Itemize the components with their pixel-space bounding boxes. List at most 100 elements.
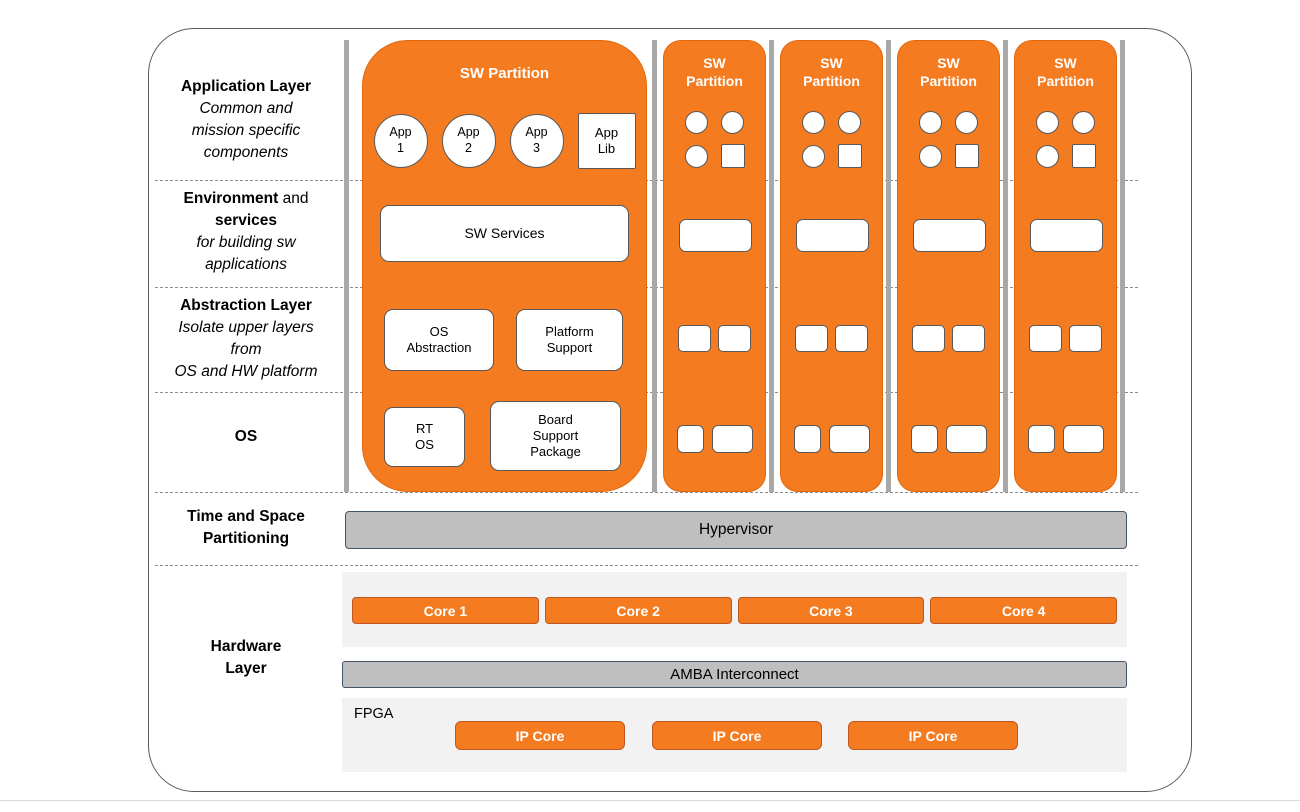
shape-row [1035, 144, 1096, 168]
apps-row: App 1 App 2 App 3 App Lib [363, 113, 646, 169]
layer-title-bold: Environment [183, 190, 279, 207]
core-3-bar: Core 3 [737, 597, 925, 624]
sw-partition-2: SW Partition [663, 40, 766, 492]
os-box [711, 425, 753, 453]
layer-title: Application Layer [180, 78, 312, 95]
app-3-circle: App 3 [509, 114, 564, 168]
app-lib-square-icon [720, 144, 745, 168]
sw-services-box: SW Services [380, 205, 629, 262]
ip-core-bar: IP Core [652, 721, 822, 750]
partition-separator-bar [1003, 40, 1008, 492]
services-box [796, 219, 869, 252]
shape-row [919, 111, 978, 134]
abstraction-row [664, 325, 765, 352]
layer-label-os: OS [150, 426, 342, 448]
app-circle-icon [838, 111, 861, 134]
os-box [910, 425, 938, 453]
shape-row [802, 111, 861, 134]
ip-core-bar: IP Core [848, 721, 1018, 750]
core-4-bar: Core 4 [930, 597, 1117, 624]
app-circle-icon [1036, 111, 1059, 134]
layer-label-application: Application Layer Common and mission spe… [150, 76, 342, 164]
os-box [945, 425, 987, 453]
app-circle-icon [955, 111, 978, 134]
shape-row [801, 144, 862, 168]
os-row [781, 425, 882, 453]
board-support-package-box: Board Support Package [490, 401, 621, 471]
app-circle-icon [1072, 111, 1095, 134]
shape-row [1036, 111, 1095, 134]
layer-label-abstraction: Abstraction Layer Isolate upper layers f… [146, 295, 346, 383]
abstraction-box [1029, 325, 1062, 352]
rtos-box: RT OS [384, 407, 465, 467]
services-box [913, 219, 986, 252]
abstraction-box [912, 325, 945, 352]
layer-title-bold: services [214, 212, 278, 229]
hypervisor-bar: Hypervisor [345, 511, 1127, 549]
sw-partition-4: SW Partition [897, 40, 1000, 492]
layer-divider-line [155, 492, 1138, 493]
abstraction-row [781, 325, 882, 352]
app-lib-square-icon [837, 144, 862, 168]
core-1-bar: Core 1 [352, 597, 539, 624]
partition-separator-bar [886, 40, 891, 492]
layer-title: Abstraction Layer [180, 297, 312, 314]
services-box [1030, 219, 1103, 252]
partition-title: SW Partition [920, 55, 977, 90]
app-circle-icon [802, 111, 825, 134]
layer-label-environment: Environment and services for building sw… [150, 188, 342, 276]
app-circle-icon [918, 144, 942, 168]
os-box [828, 425, 870, 453]
os-box [1027, 425, 1055, 453]
layer-title: Hardware Layer [210, 638, 282, 677]
layer-divider-line [155, 565, 1138, 566]
layer-title: OS [234, 428, 258, 445]
abstraction-box [952, 325, 985, 352]
app-2-circle: App 2 [441, 114, 496, 168]
abstraction-row [898, 325, 999, 352]
shape-row [685, 111, 744, 134]
os-box [1062, 425, 1104, 453]
partition-separator-bar [344, 40, 349, 492]
os-row [664, 425, 765, 453]
app-lib-square-icon [1071, 144, 1096, 168]
app-circle-icon [684, 144, 708, 168]
layer-label-partitioning: Time and Space Partitioning [150, 506, 342, 550]
partition-separator-bar [769, 40, 774, 492]
fpga-label: FPGA [354, 706, 394, 722]
layer-subtitle: Common and mission specific components [191, 100, 301, 161]
os-box [676, 425, 704, 453]
app-circle-icon [721, 111, 744, 134]
apps-shapes [1015, 111, 1116, 168]
main-sw-partition: SW Partition App 1 App 2 App 3 App Lib S… [362, 40, 647, 492]
ip-core-bar: IP Core [455, 721, 625, 750]
shape-row [684, 144, 745, 168]
partition-separator-bar [652, 40, 657, 492]
layer-label-hardware: Hardware Layer [150, 636, 342, 680]
amba-interconnect-bar: AMBA Interconnect [342, 661, 1127, 688]
app-circle-icon [801, 144, 825, 168]
page-edge-line [0, 800, 1300, 801]
app-circle-icon [685, 111, 708, 134]
diagram-border [148, 28, 1192, 792]
cores-panel: Core 1 Core 2 Core 3 Core 4 [342, 572, 1127, 647]
fpga-panel: FPGA IP Core IP Core IP Core [342, 698, 1127, 772]
core-2-bar: Core 2 [544, 597, 732, 624]
layer-subtitle: for building sw applications [196, 234, 296, 273]
abstraction-box [718, 325, 751, 352]
os-box [793, 425, 821, 453]
abstraction-box [795, 325, 828, 352]
apps-shapes [781, 111, 882, 168]
layer-title: Time and Space Partitioning [187, 508, 305, 547]
partition-separator-bar [1120, 40, 1125, 492]
shape-row [918, 144, 979, 168]
sw-partition-5: SW Partition [1014, 40, 1117, 492]
partition-title: SW Partition [686, 55, 743, 90]
services-box [679, 219, 752, 252]
abstraction-box [678, 325, 711, 352]
abstraction-row [1015, 325, 1116, 352]
os-abstraction-box: OS Abstraction [384, 309, 494, 371]
partition-title: SW Partition [459, 65, 550, 82]
apps-shapes [898, 111, 999, 168]
